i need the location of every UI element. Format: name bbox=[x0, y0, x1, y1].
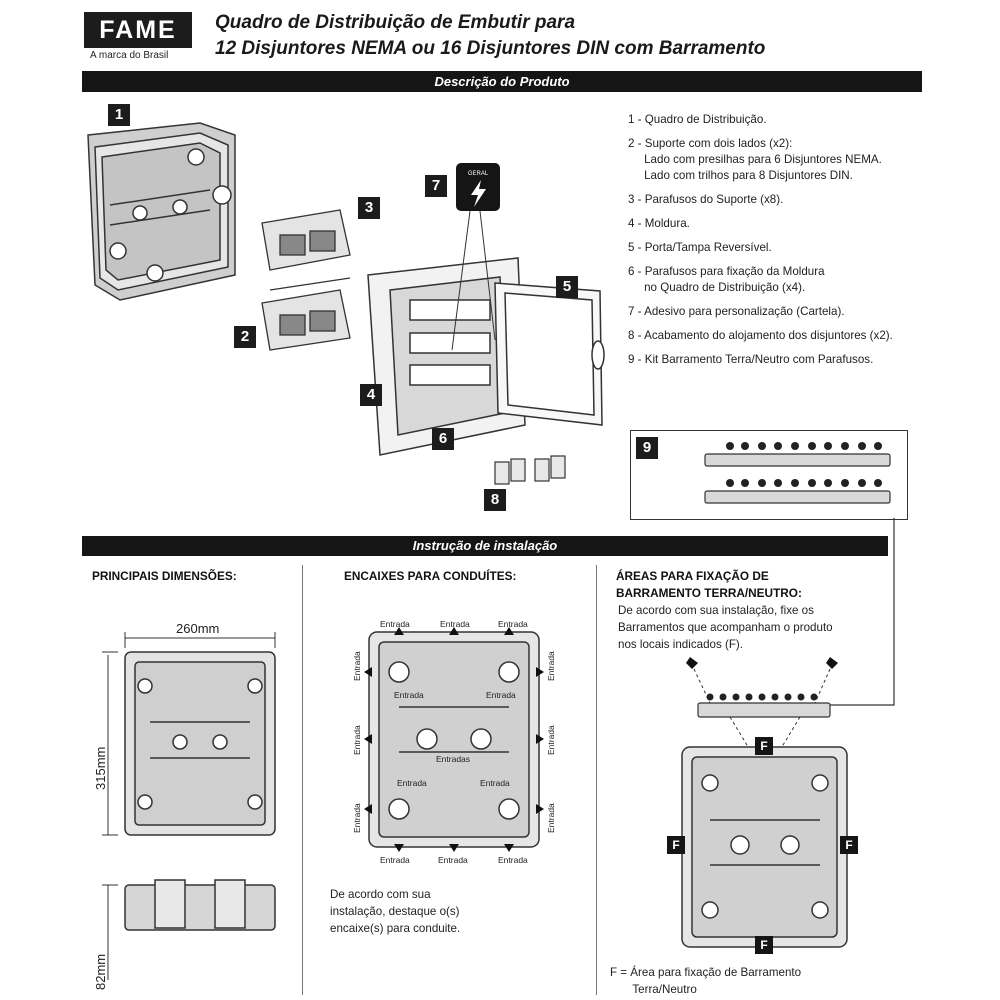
parts-list-item: 8 - Acabamento do alojamento dos disjunt… bbox=[628, 329, 893, 342]
tag-5: 5 bbox=[556, 276, 578, 298]
finishing-pieces-illustration bbox=[494, 455, 566, 485]
width-dimension: 260mm bbox=[176, 621, 220, 636]
entry-label: Entrada bbox=[440, 619, 470, 629]
entry-label: Entrada bbox=[397, 778, 427, 788]
section-bar-install: Instrução de instalação bbox=[82, 536, 888, 556]
f-area-tag-top: F bbox=[755, 737, 773, 755]
parts-list-item: 2 - Suporte com dois lados (x2): Lado co… bbox=[628, 137, 882, 182]
page-title: Quadro de Distribuição de Embutir para 1… bbox=[215, 10, 765, 62]
entry-label: Entrada bbox=[352, 651, 362, 681]
f-area-tag-right: F bbox=[840, 836, 858, 854]
entries-label: Entradas bbox=[436, 754, 471, 764]
busbar-kit-box bbox=[630, 430, 908, 520]
tag-4: 4 bbox=[360, 384, 382, 406]
section-bar-product: Descrição do Produto bbox=[82, 71, 922, 92]
entry-label: Entrada bbox=[380, 619, 410, 629]
tag-3: 3 bbox=[358, 197, 380, 219]
conduits-heading: ENCAIXES PARA CONDUÍTES: bbox=[344, 569, 517, 583]
parts-list-item: 5 - Porta/Tampa Reversível. bbox=[628, 241, 772, 254]
entry-label: Entrada bbox=[480, 778, 510, 788]
tag-8: 8 bbox=[484, 489, 506, 511]
tag-7: 7 bbox=[425, 175, 447, 197]
entry-label: Entrada bbox=[546, 803, 556, 833]
tag-6: 6 bbox=[432, 428, 454, 450]
entry-label: Entrada bbox=[546, 651, 556, 681]
sticker-label: GERAL bbox=[468, 171, 489, 177]
busbar-placement-drawing bbox=[681, 657, 848, 948]
dimensions-heading: PRINCIPAIS DIMENSÕES: bbox=[92, 569, 237, 583]
tag-1: 1 bbox=[108, 104, 130, 126]
parts-list-item: 7 - Adesivo para personalização (Cartela… bbox=[628, 305, 845, 318]
busbar-kit-illustration bbox=[704, 442, 891, 504]
entry-label: Entrada bbox=[546, 725, 556, 755]
column-divider bbox=[596, 565, 597, 995]
entry-label: Entrada bbox=[380, 855, 410, 865]
support-illustration bbox=[261, 209, 351, 351]
f-area-tag-bottom: F bbox=[755, 936, 773, 954]
parts-list-item: 6 - Parafusos para fixação da Moldura no… bbox=[628, 265, 825, 294]
tag-2: 2 bbox=[234, 326, 256, 348]
conduits-note: De acordo com sua instalação, destaque o… bbox=[330, 888, 461, 935]
logo-tagline: A marca do Brasil bbox=[90, 50, 169, 61]
entry-label: Entrada bbox=[394, 690, 424, 700]
distribution-box-illustration bbox=[87, 122, 236, 301]
entry-label: Entrada bbox=[498, 619, 528, 629]
title-line-2: 12 Disjuntores NEMA ou 16 Disjuntores DI… bbox=[215, 38, 766, 59]
parts-list-item: 3 - Parafusos do Suporte (x8). bbox=[628, 193, 784, 206]
busbar-heading: ÁREAS PARA FIXAÇÃO DE BARRAMENTO TERRA/N… bbox=[616, 569, 802, 600]
busbar-instructions: De acordo com sua instalação, fixe os Ba… bbox=[618, 604, 833, 651]
conduit-entries-drawing bbox=[364, 627, 544, 852]
tag-9: 9 bbox=[636, 437, 658, 459]
sticker-illustration: GERAL bbox=[451, 163, 500, 351]
entry-label: Entrada bbox=[438, 855, 468, 865]
entry-label: Entrada bbox=[352, 803, 362, 833]
entry-label: Entrada bbox=[352, 725, 362, 755]
entry-label: Entrada bbox=[486, 690, 516, 700]
f-area-tag-left: F bbox=[667, 836, 685, 854]
f-area-legend: F = Área para fixação de Barramento Terr… bbox=[610, 966, 802, 996]
fame-logo: FAME bbox=[84, 12, 192, 48]
box-dimensions-drawing bbox=[102, 632, 276, 980]
parts-list: 1 - Quadro de Distribuição. 2 - Suporte … bbox=[628, 112, 893, 376]
parts-list-item: 1 - Quadro de Distribuição. bbox=[628, 113, 767, 126]
door-illustration bbox=[494, 282, 605, 426]
title-line-1: Quadro de Distribuição de Embutir para bbox=[215, 12, 576, 33]
parts-list-item: 4 - Moldura. bbox=[628, 217, 690, 230]
busbar-connector-line bbox=[830, 518, 895, 706]
column-divider bbox=[302, 565, 303, 995]
product-exploded-view: GERAL bbox=[87, 122, 605, 485]
parts-list-item: 9 - Kit Barramento Terra/Neutro com Para… bbox=[628, 353, 874, 366]
entry-label: Entrada bbox=[498, 855, 528, 865]
